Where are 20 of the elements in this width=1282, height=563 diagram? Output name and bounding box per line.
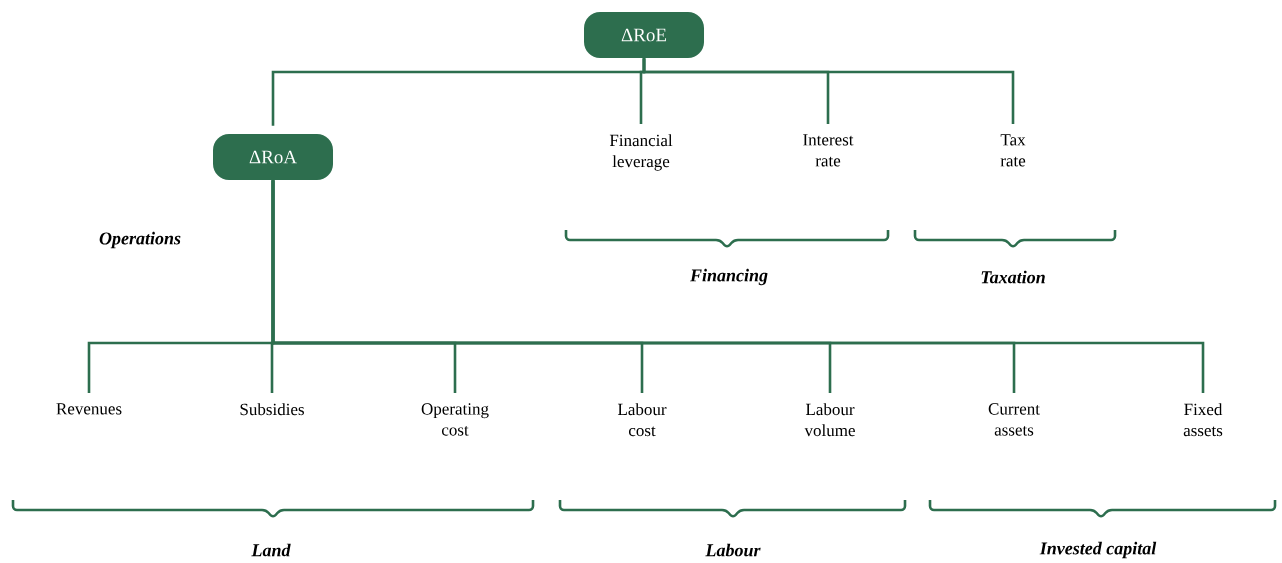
group-label: Operations — [99, 231, 181, 249]
group-label: Labour — [705, 543, 761, 557]
factor-label: Interest rate — [803, 134, 854, 167]
group-label: Taxation — [981, 270, 1045, 284]
factor-label: Financial leverage — [609, 134, 673, 171]
connector-line — [271, 180, 1205, 393]
rounded-box: ΔRoA — [213, 134, 333, 180]
factor-label: Current assets — [988, 403, 1040, 436]
group-label: Land — [251, 543, 291, 557]
connector-line — [642, 58, 1015, 124]
rounded-box: ΔRoE — [584, 12, 704, 58]
factor-label: Labour cost — [617, 403, 667, 437]
factor-label: Operating cost — [421, 403, 489, 436]
factor-label: Labour volume — [804, 403, 855, 437]
factor-label: Tax rate — [1000, 134, 1026, 167]
group-label: Financing — [690, 268, 768, 286]
factor-label: Revenues — [56, 403, 122, 415]
group-label: Invested capital — [1039, 541, 1157, 559]
factor-label: Subsidies — [240, 403, 304, 416]
factor-label: Fixed assets — [1183, 403, 1223, 437]
